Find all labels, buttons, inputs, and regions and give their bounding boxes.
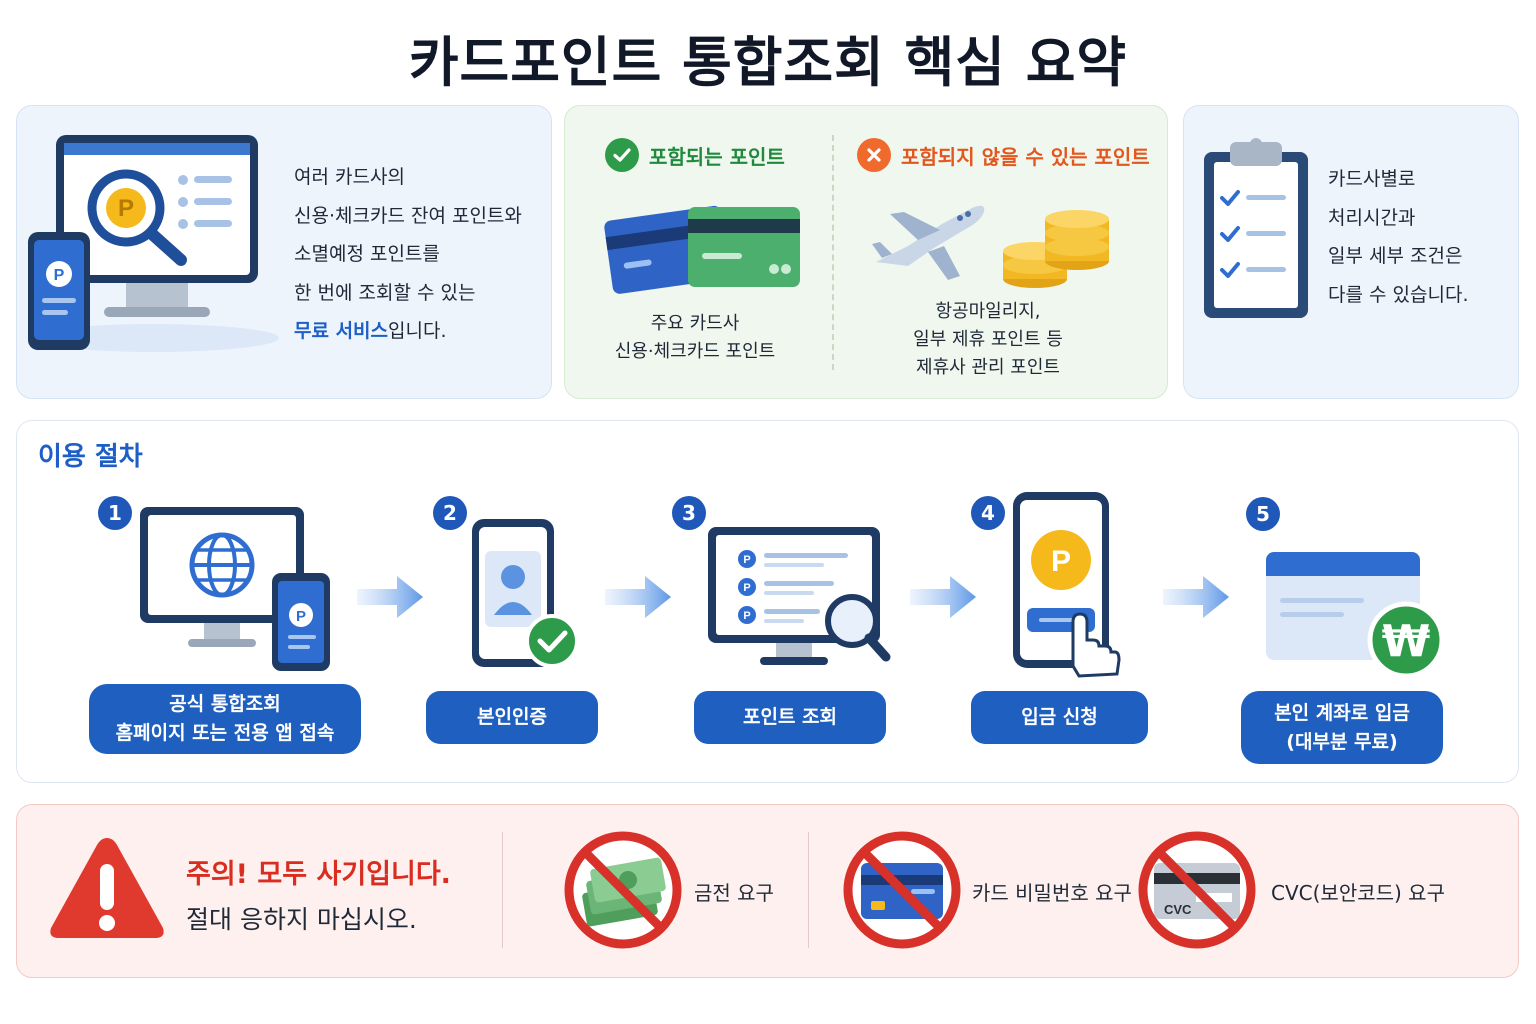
included-heading: 포함되는 포인트 (605, 138, 785, 172)
step-label-line: (대부분 무료) (1286, 730, 1398, 753)
excluded-caption-line: 제휴사 관리 포인트 (916, 357, 1060, 378)
no-card-password-icon (843, 831, 961, 949)
step-label: 포인트 조회 (694, 691, 886, 744)
point-letter: P (54, 267, 65, 284)
monitor-search-icon: P P (28, 135, 279, 352)
summary-text: 여러 카드사의 신용·체크카드 잔여 포인트와 소멸예정 포인트를 한 번에 조… (294, 158, 522, 351)
conditions-line: 카드사별로 (1328, 168, 1416, 190)
step-label: 본인인증 (426, 691, 598, 744)
warning-divider (808, 832, 809, 948)
page-title: 카드포인트 통합조회 핵심 요약 (408, 31, 1128, 94)
step-label-line: 공식 통합조회 (169, 693, 281, 715)
step-label: 본인 계좌로 입금 (대부분 무료) (1241, 691, 1443, 764)
step-number: 5 (1246, 497, 1280, 531)
step-number: 3 (672, 496, 706, 530)
step-label-line: 홈페이지 또는 전용 앱 접속 (115, 722, 335, 744)
step-number: 1 (98, 496, 132, 530)
conditions-text: 카드사별로 처리시간과 일부 세부 조건은 다를 수 있습니다. (1328, 160, 1468, 314)
point-letter: P (743, 554, 750, 566)
point-letter: P (1051, 545, 1071, 578)
warning-item: 카드 비밀번호 요구 (972, 881, 1132, 905)
step-label: 입금 신청 (971, 691, 1148, 744)
point-letter: P (743, 610, 750, 622)
no-cvc-icon: CVC (1138, 831, 1256, 949)
warning-subtitle: 절대 응하지 마십시오. (186, 905, 417, 934)
won-sign: ₩ (1382, 616, 1431, 667)
included-title: 포함되는 포인트 (649, 144, 785, 169)
credit-cards-icon (604, 205, 800, 294)
summary-line: 무료 서비스입니다. (294, 312, 522, 351)
included-caption-line: 신용·체크카드 포인트 (614, 341, 776, 362)
included-caption: 주요 카드사 신용·체크카드 포인트 (585, 310, 805, 366)
arrow-right-icon (605, 576, 671, 618)
excluded-caption-line: 항공마일리지, (935, 301, 1041, 322)
arrow-right-icon (1163, 576, 1229, 618)
point-letter: P (743, 582, 750, 594)
excluded-heading: 포함되지 않을 수 있는 포인트 (857, 138, 1150, 172)
summary-line: 소멸예정 포인트를 (294, 243, 440, 265)
summary-highlight: 무료 서비스 (294, 320, 389, 342)
step-number: 2 (433, 496, 467, 530)
summary-line: 여러 카드사의 (294, 166, 405, 188)
warning-item: CVC(보안코드) 요구 (1271, 881, 1445, 905)
summary-tail: 입니다. (388, 320, 447, 342)
conditions-line: 일부 세부 조건은 (1328, 245, 1463, 267)
conditions-line: 다를 수 있습니다. (1328, 283, 1469, 306)
check-icon (605, 138, 639, 172)
warning-divider (502, 832, 503, 948)
phone-verify-icon (472, 519, 579, 668)
bank-transfer-icon: ₩ (1266, 552, 1445, 679)
x-icon (857, 138, 891, 172)
points-divider (832, 135, 834, 370)
monitor-list-search-icon: P P P (708, 527, 891, 665)
warning-card (16, 804, 1519, 978)
cvc-label: CVC (1164, 902, 1192, 917)
conditions-line: 처리시간과 (1328, 206, 1416, 229)
included-caption-line: 주요 카드사 (650, 313, 740, 334)
arrow-right-icon (910, 576, 976, 618)
phone-tap-icon: P (1013, 492, 1121, 678)
summary-line: 한 번에 조회할 수 있는 (294, 281, 476, 304)
warning-item: 금전 요구 (694, 881, 774, 905)
coins-icon (1003, 210, 1109, 288)
airplane-icon (872, 205, 985, 280)
clipboard-icon (1204, 138, 1308, 318)
no-money-icon (564, 831, 682, 949)
warning-title: 주의! 모두 사기입니다. (186, 859, 451, 890)
step-label-line: 본인 계좌로 입금 (1274, 701, 1410, 724)
point-letter: P (118, 195, 134, 222)
warning-triangle-icon (50, 838, 164, 938)
step-label: 공식 통합조회 홈페이지 또는 전용 앱 접속 (89, 684, 361, 754)
steps-title: 이용 절차 (38, 442, 143, 472)
excluded-caption: 항공마일리지, 일부 제휴 포인트 등 제휴사 관리 포인트 (868, 298, 1108, 382)
point-letter: P (296, 608, 306, 625)
excluded-caption-line: 일부 제휴 포인트 등 (913, 329, 1063, 350)
summary-line: 신용·체크카드 잔여 포인트와 (294, 204, 522, 227)
step-number: 4 (971, 496, 1005, 530)
arrow-right-icon (357, 576, 423, 618)
excluded-title: 포함되지 않을 수 있는 포인트 (901, 144, 1150, 169)
monitor-globe-icon: P (140, 507, 330, 671)
